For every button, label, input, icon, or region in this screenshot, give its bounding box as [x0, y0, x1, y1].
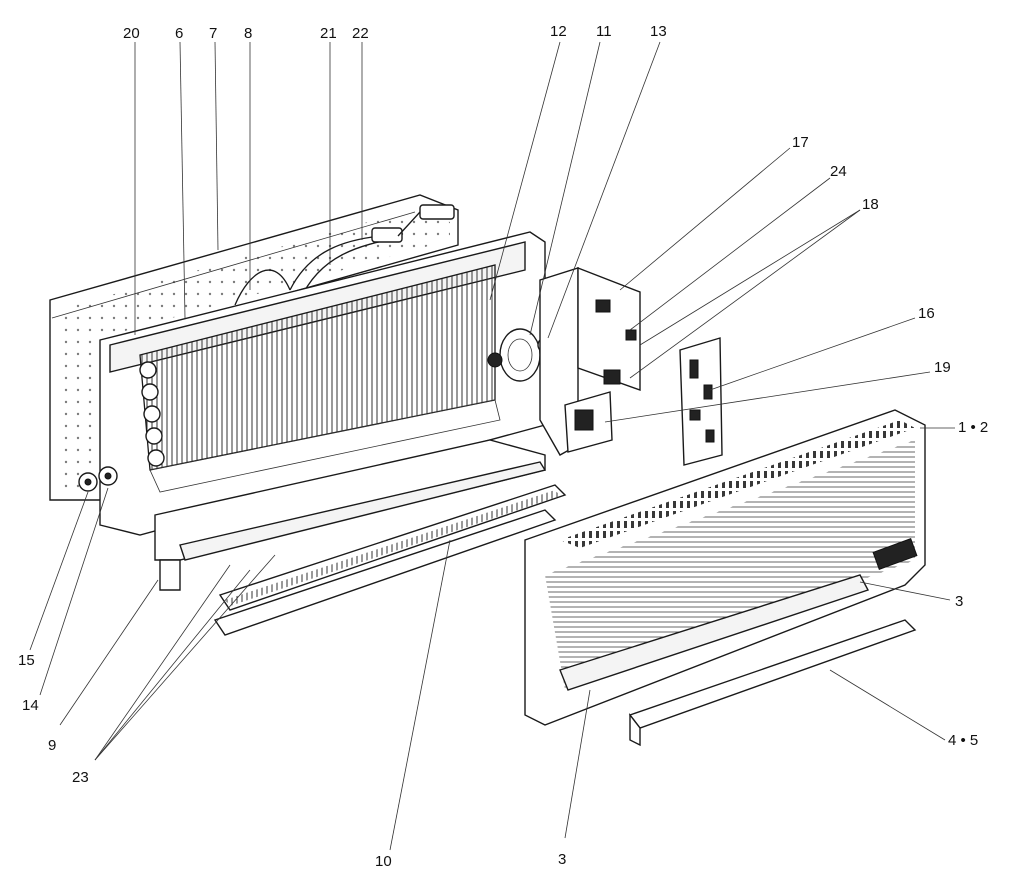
side-caps — [78, 466, 118, 492]
drain-tray — [154, 439, 547, 591]
callout-15: 15 — [18, 652, 35, 669]
callout-labels: 20 6 7 8 21 22 12 11 13 17 24 18 16 19 1… — [18, 23, 988, 870]
callout-8: 8 — [244, 25, 252, 42]
callout-22: 22 — [352, 25, 369, 42]
callout-10: 10 — [375, 853, 392, 870]
callout-13: 13 — [650, 23, 667, 40]
control-box — [539, 266, 641, 456]
callout-21: 21 — [320, 25, 337, 42]
fan-motor — [487, 328, 541, 382]
callout-6: 6 — [175, 25, 183, 42]
callout-9: 9 — [48, 737, 56, 754]
callout-1-2: 1 • 2 — [958, 419, 988, 436]
callout-14: 14 — [22, 697, 39, 714]
front-panel — [524, 409, 926, 726]
callout-4-5: 4 • 5 — [948, 732, 978, 749]
callout-20: 20 — [123, 25, 140, 42]
callout-24: 24 — [830, 163, 847, 180]
front-cover-strip — [628, 619, 917, 747]
leader-lines — [29, 41, 955, 851]
coil-tube-ends — [139, 361, 165, 467]
callout-17: 17 — [792, 134, 809, 151]
callout-7: 7 — [209, 25, 217, 42]
callout-11: 11 — [596, 23, 612, 40]
callout-19: 19 — [934, 359, 951, 376]
circuit-board — [679, 337, 723, 466]
callout-3-right: 3 — [955, 593, 963, 610]
louver-assembly — [213, 484, 567, 636]
callout-23: 23 — [72, 769, 89, 786]
refrigerant-pipes — [234, 204, 455, 306]
callout-12: 12 — [550, 23, 567, 40]
callout-16: 16 — [918, 305, 935, 322]
callout-3-bottom: 3 — [558, 851, 566, 868]
callout-18: 18 — [862, 196, 879, 213]
